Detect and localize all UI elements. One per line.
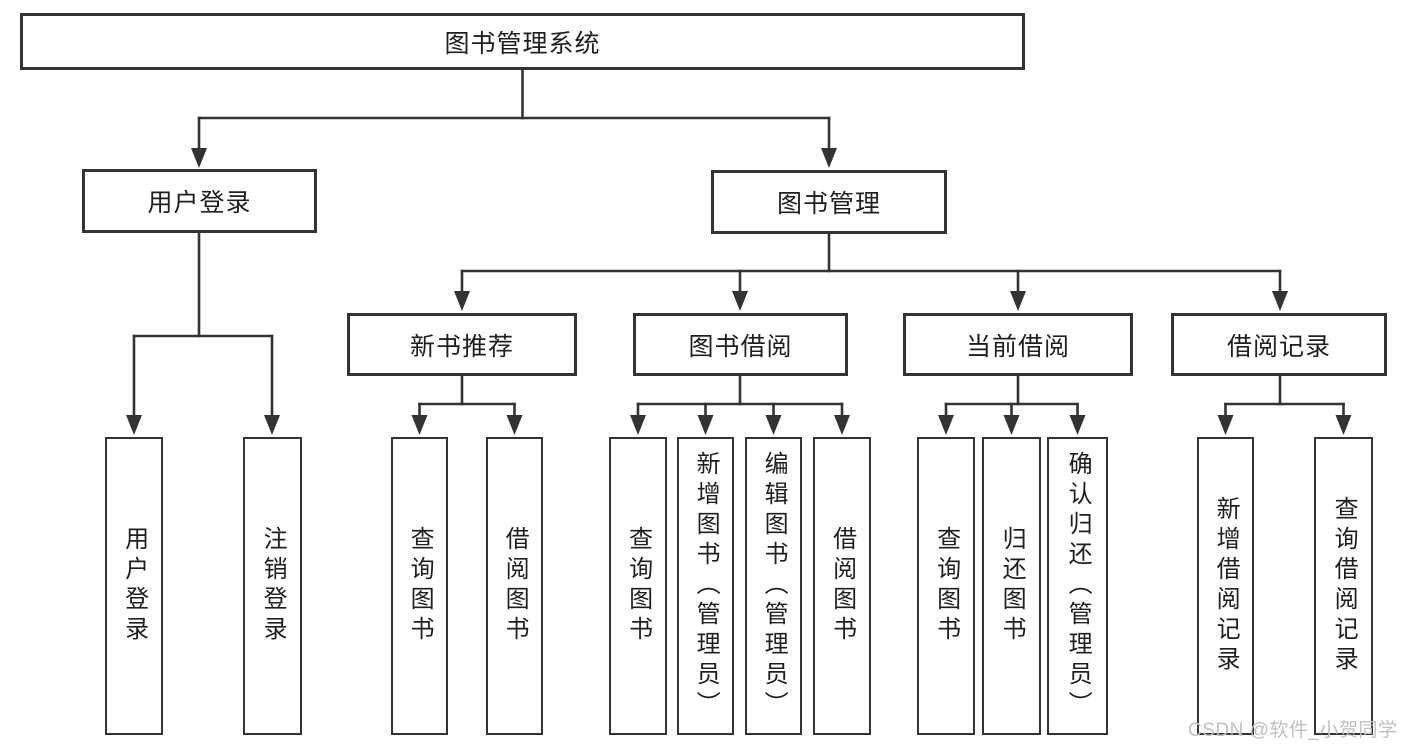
leaf-label: 查询借阅记录 [1330,496,1358,676]
leaf-label: 归还图书 [998,526,1026,646]
arrowhead [126,415,142,435]
node-library-system-root: 图书管理系统 [20,13,1025,70]
arrowhead [697,415,714,435]
arrowhead [938,415,954,435]
arrowhead [506,415,523,435]
leaf-label: 确认归还（管理员） [1064,451,1092,721]
node-user-login: 用户登录 [82,169,317,233]
arrowhead [264,415,280,435]
arrowhead [834,415,850,435]
node-current-borrowing: 当前借阅 [903,313,1133,376]
leaf-borrow-books-borrowing: 借阅图书 [813,437,871,735]
leaf-label: 新增图书（管理员） [692,451,720,721]
arrowhead [454,291,470,311]
leaf-label: 查询图书 [624,526,652,646]
leaf-query-books-borrowing: 查询图书 [609,437,667,735]
arrowhead [1217,415,1234,435]
node-book-management: 图书管理 [711,170,947,234]
leaf-label: 编辑图书（管理员） [760,451,788,721]
arrowhead [1010,291,1026,311]
leaf-label: 查询图书 [406,526,434,646]
leaf-add-book-admin: 新增图书（管理员） [677,437,734,735]
arrowhead [411,415,428,435]
leaf-label: 借阅图书 [828,526,856,646]
node-new-book-recommendation: 新书推荐 [347,313,577,376]
watermark: CSDN @软件_小贺同学 [1188,720,1398,741]
leaf-user-login: 用户登录 [105,437,163,735]
node-borrowing-records: 借阅记录 [1171,313,1387,376]
leaf-borrow-books-recommend: 借阅图书 [486,437,543,735]
node-book-borrowing: 图书借阅 [633,313,848,376]
arrowhead [630,415,646,435]
arrowhead [1003,415,1020,435]
leaf-label: 注销登录 [259,526,287,646]
arrowhead [1069,415,1086,435]
arrowhead [732,291,748,311]
arrowhead [765,415,782,435]
arrowhead [191,148,207,168]
leaf-return-books: 归还图书 [982,437,1041,735]
leaf-logout: 注销登录 [243,437,302,735]
leaf-confirm-return-admin: 确认归还（管理员） [1047,437,1108,735]
leaf-add-borrow-record: 新增借阅记录 [1197,437,1254,735]
leaf-edit-book-admin: 编辑图书（管理员） [745,437,802,735]
arrowhead [1335,415,1352,435]
leaf-query-books-recommend: 查询图书 [391,437,448,735]
leaf-query-books-current: 查询图书 [917,437,975,735]
leaf-label: 查询图书 [932,526,960,646]
leaf-label: 新增借阅记录 [1212,496,1240,676]
leaf-label: 用户登录 [120,526,148,646]
arrowhead [1272,291,1288,311]
arrowhead [821,148,837,168]
leaf-query-borrow-record: 查询借阅记录 [1314,437,1373,735]
leaf-label: 借阅图书 [501,526,529,646]
